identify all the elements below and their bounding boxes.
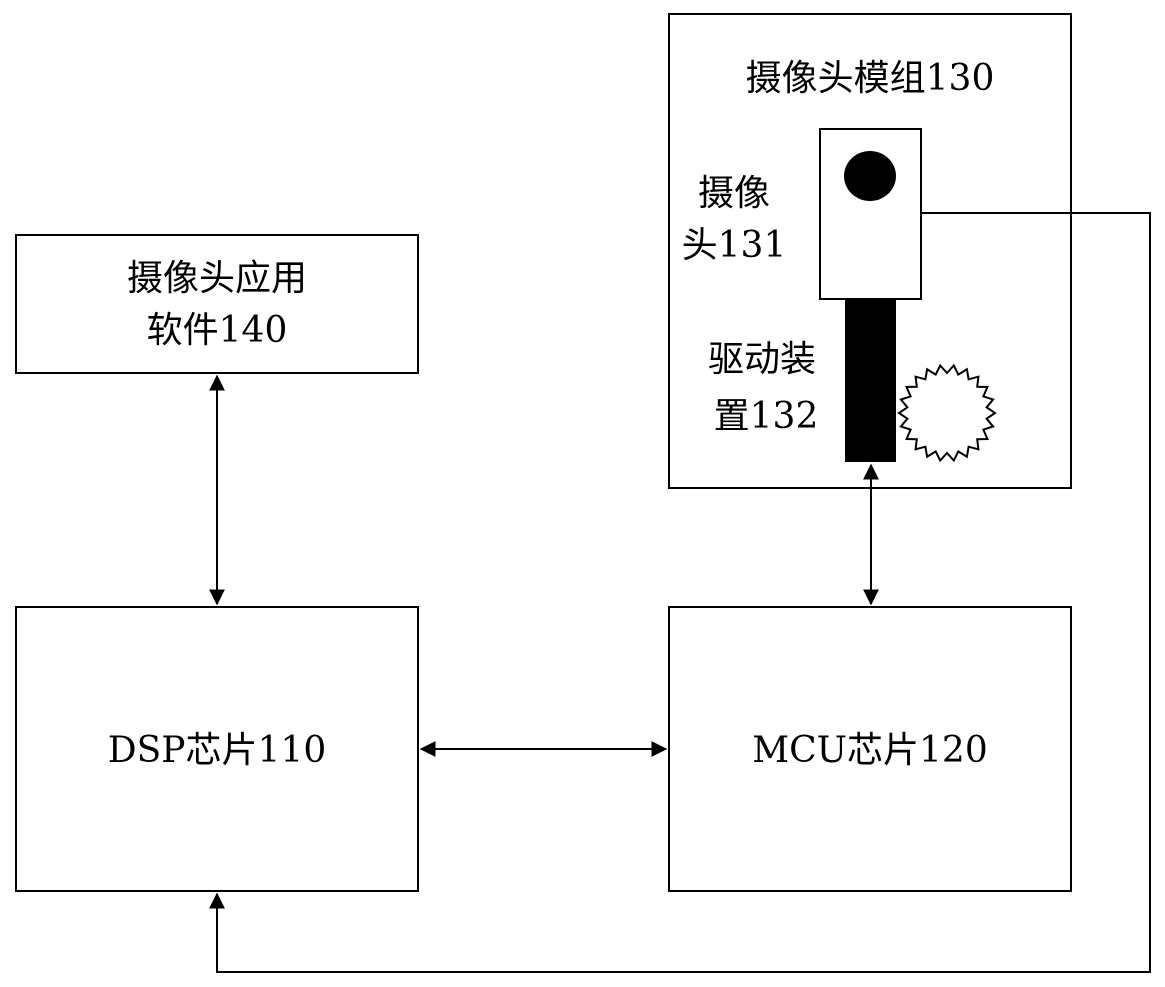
app-software-label-line1: 摄像头应用: [127, 258, 307, 299]
app-software-box: [15, 234, 419, 374]
drive-device-label-line2: 置132: [714, 396, 819, 437]
dsp-chip-label: DSP芯片110: [108, 730, 326, 771]
app-software-label-line2: 软件140: [147, 310, 288, 351]
gear-icon: [897, 363, 997, 463]
app-software-block: 摄像头应用 软件140: [15, 234, 419, 374]
dsp-chip-box: [15, 606, 419, 892]
camera-module-label: 摄像头模组130: [746, 58, 995, 99]
feedback-line-camera-dsp: [209, 212, 1151, 973]
camera-label-line2: 头131: [682, 225, 787, 266]
camera-lens-icon: [844, 151, 896, 201]
camera-label-line1: 摄像: [698, 173, 770, 214]
mcu-chip-box: [668, 606, 1072, 892]
camera-module-block: 摄像头模组130 摄像 头131 驱动装 置132: [668, 13, 1072, 489]
drive-shaft-bar: [845, 300, 896, 462]
mcu-chip-block: MCU芯片120: [668, 606, 1072, 892]
drive-device-label-line1: 驱动装: [708, 339, 816, 380]
dsp-chip-block: DSP芯片110: [15, 606, 419, 892]
mcu-chip-label: MCU芯片120: [752, 730, 987, 771]
